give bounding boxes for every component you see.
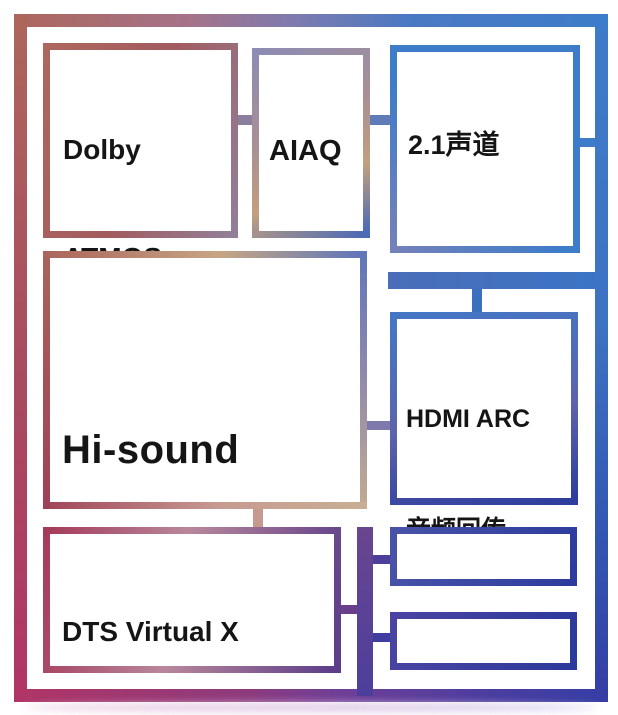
aiaq-label: AIAQ — [269, 61, 342, 241]
aiaq-box: AIAQ — [252, 48, 370, 238]
extra-feature-box-top — [390, 527, 577, 586]
dolby-atmos-line-1: Dolby — [63, 134, 141, 165]
channel-2-1-line-1: 2.1声道 — [408, 130, 500, 160]
hi-sound-border-top — [43, 251, 367, 258]
dts-virtual-x-box: DTS Virtual X — [43, 527, 341, 673]
bottom-glow — [24, 703, 598, 712]
frame-top-bar — [14, 14, 608, 27]
hi-sound-border-left — [43, 251, 50, 509]
dts-virtual-x-line-1: DTS Virtual X — [62, 616, 239, 647]
dts-virtual-x-label: DTS Virtual X — [62, 542, 239, 715]
hi-sound-line-1: Hi-sound — [62, 428, 240, 472]
connector-aiaq-channel21 — [370, 115, 390, 125]
hi-sound-border-bottom — [43, 502, 367, 509]
channel-2-1-box: 2.1声道 — [390, 45, 580, 253]
connector-hisound-hdmi — [367, 421, 390, 430]
frame-right-bar — [595, 14, 608, 702]
frame-bottom-bar — [14, 689, 608, 702]
connector-hisound-dts — [253, 509, 263, 527]
hdmi-arc-line-1: HDMI ARC — [406, 405, 531, 433]
connector-trunk-extra-top — [373, 555, 390, 564]
connector-trunk-extra-bottom — [373, 633, 390, 642]
connector-channel21-frame — [580, 138, 595, 147]
dolby-atmos-box: Dolby ATMOS — [43, 43, 238, 273]
extra-feature-box-bottom — [390, 612, 577, 670]
channel-2-1-label: 2.1声道 — [408, 60, 500, 230]
hi-sound-chip-box: Hi-sound 音频处理芯片 — [43, 251, 367, 619]
hdmi-arc-box: HDMI ARC 音频回传 — [390, 312, 578, 544]
connector-trunk-hdmi — [472, 289, 482, 312]
hi-sound-border-right — [360, 251, 367, 509]
aiaq-line-1: AIAQ — [269, 135, 342, 167]
connector-horizontal-trunk — [388, 272, 595, 289]
frame-left-bar — [14, 14, 27, 702]
connector-dts-trunk — [341, 605, 357, 614]
connector-dolby-aiaq — [238, 115, 252, 125]
connector-vertical-trunk — [357, 527, 373, 696]
